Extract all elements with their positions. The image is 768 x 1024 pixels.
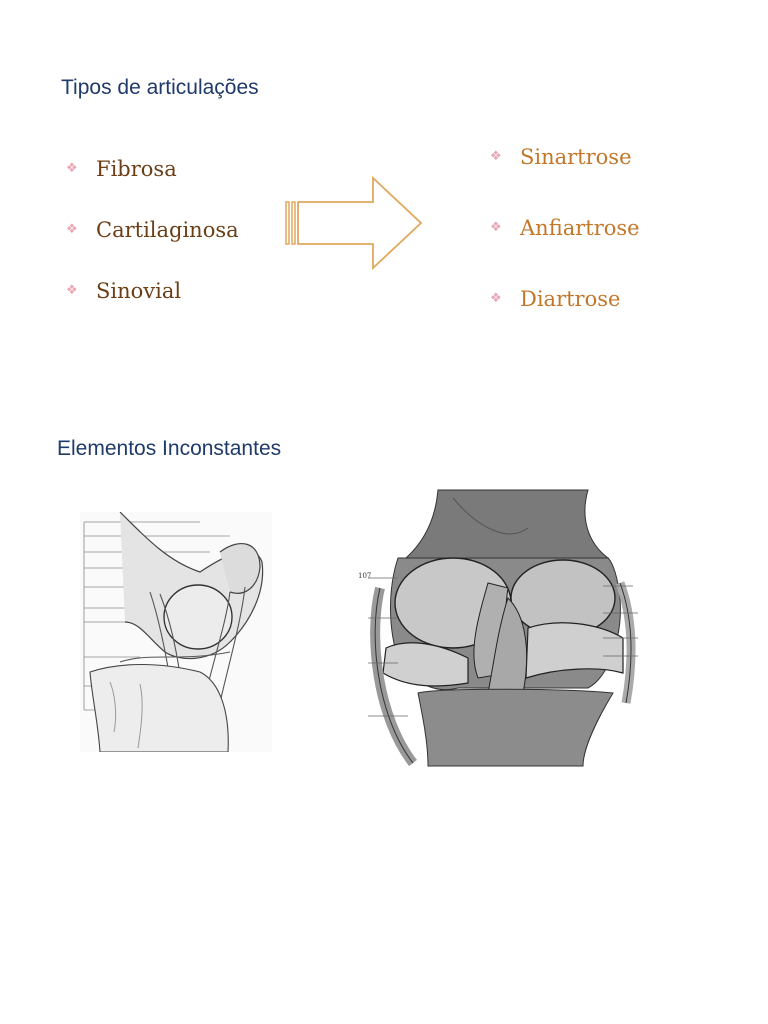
- section-title-elementos: Elementos Inconstantes: [57, 437, 282, 460]
- diamond-bullet-icon: ❖: [66, 161, 78, 176]
- list-item-diartrose: ❖ Diartrose: [490, 285, 640, 313]
- list-item-fibrosa: ❖ Fibrosa: [66, 155, 239, 183]
- knee-anterior-illustration: 107: [358, 489, 638, 767]
- diamond-bullet-icon: ❖: [490, 149, 502, 164]
- diamond-bullet-icon: ❖: [490, 220, 502, 235]
- list-item-anfiartrose: ❖ Anfiartrose: [490, 214, 640, 242]
- list-item-label: Fibrosa: [96, 157, 177, 181]
- figure-number-label: 107: [358, 572, 371, 580]
- list-item-sinartrose: ❖ Sinartrose: [490, 143, 640, 171]
- joint-type-list: ❖ Fibrosa ❖ Cartilaginosa ❖ Sinovial: [66, 155, 239, 338]
- list-item-label: Sinovial: [96, 279, 182, 303]
- knee-sagittal-illustration: [80, 512, 272, 752]
- section-title-tipos: Tipos de articulações: [61, 76, 259, 99]
- list-item-label: Cartilaginosa: [96, 218, 239, 242]
- diamond-bullet-icon: ❖: [490, 291, 502, 306]
- list-item-label: Anfiartrose: [520, 216, 640, 240]
- list-item-label: Sinartrose: [520, 145, 632, 169]
- list-item-sinovial: ❖ Sinovial: [66, 277, 239, 305]
- right-arrow-icon: [285, 175, 423, 271]
- movement-type-list: ❖ Sinartrose ❖ Anfiartrose ❖ Diartrose: [490, 143, 640, 356]
- diamond-bullet-icon: ❖: [66, 222, 78, 237]
- diamond-bullet-icon: ❖: [66, 283, 78, 298]
- list-item-cartilaginosa: ❖ Cartilaginosa: [66, 216, 239, 244]
- list-item-label: Diartrose: [520, 287, 621, 311]
